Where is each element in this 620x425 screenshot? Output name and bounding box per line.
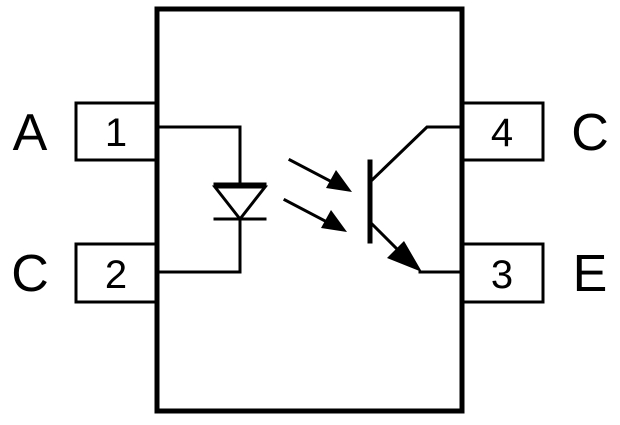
- led-triangle-icon: [211, 185, 269, 222]
- light-arrows: [282, 157, 352, 232]
- pin-3-label: E: [573, 245, 608, 303]
- pin-3-outline: [460, 242, 545, 304]
- pin-4-number: 4: [491, 111, 513, 155]
- package-body: [154, 6, 465, 414]
- pin-2-label: C: [11, 245, 49, 303]
- pin-2-number: 2: [105, 253, 127, 297]
- pin-4-label: C: [571, 104, 609, 162]
- pin-4-outline: [460, 101, 545, 162]
- pin-2: 2 C: [11, 242, 159, 304]
- pin-4: 4 C: [460, 101, 609, 162]
- pin-1-outline: [74, 101, 159, 162]
- pin-1: 1 A: [13, 101, 159, 162]
- light-arrow-2-head-icon: [321, 210, 347, 232]
- pin-3: 3 E: [460, 242, 608, 304]
- led-anode-wire: [155, 125, 242, 186]
- phototransistor: [367, 125, 464, 274]
- light-arrow-2-shaft: [282, 197, 330, 225]
- transistor-emitter-arrow-icon: [387, 241, 422, 272]
- pin-1-label: A: [13, 104, 48, 162]
- transistor-collector-wire: [367, 125, 464, 185]
- pin-3-number: 3: [491, 253, 513, 297]
- light-arrow-1-head-icon: [326, 170, 352, 192]
- pin-2-outline: [74, 242, 159, 304]
- pin-1-number: 1: [105, 111, 127, 155]
- transistor-emitter-line: [367, 219, 403, 255]
- light-arrow-1-shaft: [287, 157, 335, 185]
- led-cathode-wire: [155, 217, 242, 274]
- led-diode: [155, 125, 269, 274]
